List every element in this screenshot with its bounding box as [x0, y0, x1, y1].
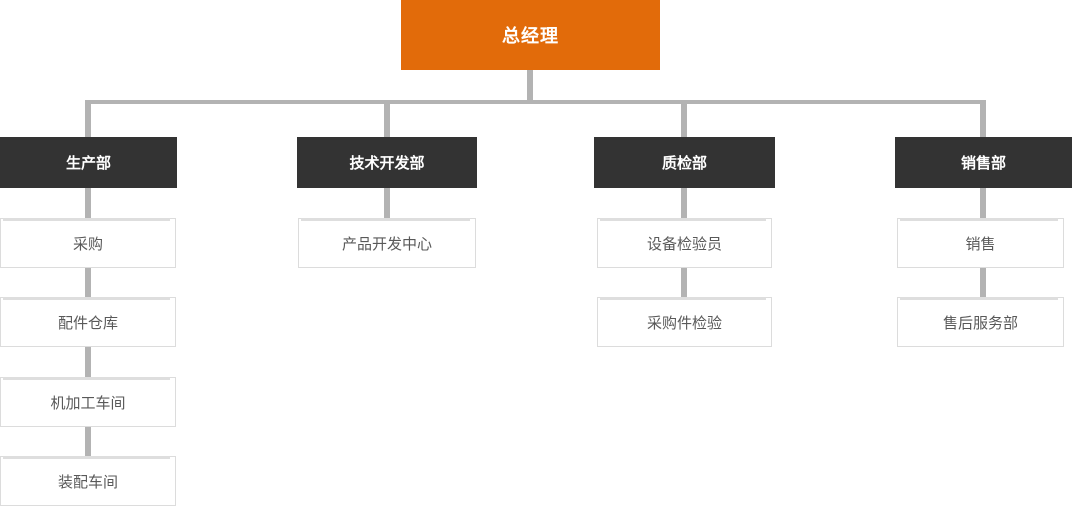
unit-node-assembly-workshop: 装配车间 [0, 456, 176, 506]
node-general-manager: 总经理 [401, 0, 660, 70]
unit-node-product-dev-center: 产品开发中心 [298, 218, 476, 268]
unit-node-equipment-inspector: 设备检验员 [597, 218, 772, 268]
unit-node-purchased-parts-inspection: 采购件检验 [597, 297, 772, 347]
connector-machining-to-assembly [85, 427, 91, 456]
connector-procurement-to-parts-warehouse [85, 268, 91, 297]
connector-equipment-to-purchased-parts [681, 268, 687, 297]
connector-production-to-procurement [85, 188, 91, 218]
unit-node-sales: 销售 [897, 218, 1064, 268]
connector-parts-warehouse-to-machining [85, 347, 91, 377]
dept-node-quality-inspection: 质检部 [594, 137, 775, 188]
connector-root-stub [527, 70, 533, 100]
connector-tech-to-product-dev [384, 188, 390, 218]
connector-quality-to-equipment-inspector [681, 188, 687, 218]
dept-node-production: 生产部 [0, 137, 177, 188]
connector-sales-to-after-sales [980, 268, 986, 297]
dept-node-sales: 销售部 [895, 137, 1072, 188]
unit-node-machining-workshop: 机加工车间 [0, 377, 176, 427]
unit-node-procurement: 采购 [0, 218, 176, 268]
unit-node-parts-warehouse: 配件仓库 [0, 297, 176, 347]
unit-node-after-sales-service: 售后服务部 [897, 297, 1064, 347]
connector-horizontal-line [85, 100, 986, 104]
connector-drop-tech-development [384, 104, 390, 137]
connector-drop-sales [980, 104, 986, 137]
connector-drop-production [85, 104, 91, 137]
dept-node-tech-development: 技术开发部 [297, 137, 477, 188]
connector-drop-quality [681, 104, 687, 137]
connector-sales-dept-to-sales [980, 188, 986, 218]
